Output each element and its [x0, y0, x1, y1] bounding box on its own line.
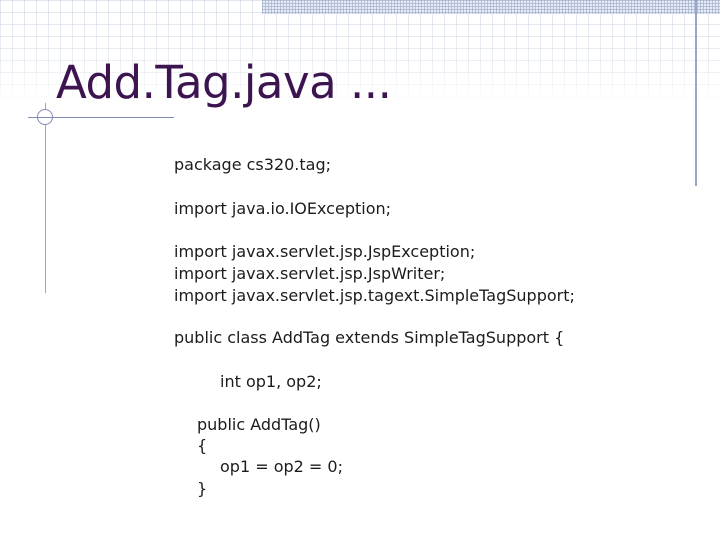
code-line-fields: int op1, op2; — [220, 372, 322, 391]
code-line-open-brace: { — [197, 436, 208, 455]
top-decorative-bar — [262, 0, 720, 14]
code-line-import-ioexception: import java.io.IOException; — [174, 199, 392, 218]
slide-title: Add.Tag.java ... — [56, 56, 392, 109]
right-decorative-rule — [695, 0, 697, 186]
code-line-constructor-body: op1 = op2 = 0; — [220, 457, 343, 476]
code-line-package: package cs320.tag; — [174, 155, 332, 174]
crosshair-horizontal-line — [28, 117, 174, 118]
code-line-import-jspexception: import javax.servlet.jsp.JspException; — [174, 242, 476, 261]
background-grid-fade — [0, 0, 720, 104]
crosshair-vertical-line — [45, 103, 46, 293]
code-line-constructor-signature: public AddTag() — [197, 415, 321, 434]
code-line-import-jspwriter: import javax.servlet.jsp.JspWriter; — [174, 264, 446, 283]
code-line-import-simpletagsupport: import javax.servlet.jsp.tagext.SimpleTa… — [174, 286, 575, 305]
code-line-class-declaration: public class AddTag extends SimpleTagSup… — [174, 328, 565, 347]
code-line-close-brace: } — [197, 479, 208, 498]
crosshair-center-line — [30, 117, 58, 118]
